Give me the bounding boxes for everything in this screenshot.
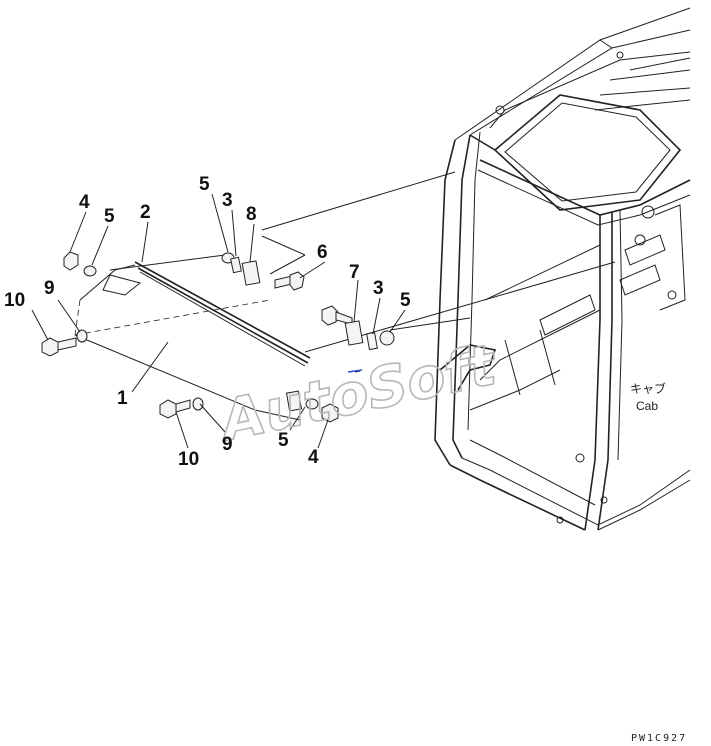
callout-10-left: 10 <box>4 290 25 311</box>
bracket-8 <box>241 260 261 286</box>
hardware <box>41 235 395 423</box>
cab-frame <box>434 7 691 531</box>
callout-9-bottom: 9 <box>222 434 233 455</box>
callout-2: 2 <box>140 202 151 223</box>
blue-mark <box>347 369 363 373</box>
callout-3-top: 3 <box>222 190 233 211</box>
bracket-7 <box>344 320 364 346</box>
callout-9-left: 9 <box>44 278 55 299</box>
callout-8: 8 <box>246 204 257 225</box>
watermark: AutoSoft <box>212 332 504 455</box>
seal-strip <box>134 261 311 367</box>
spacer-3-top <box>230 256 242 274</box>
cab-label-jp: キャブ <box>630 381 666 396</box>
callout-4-bottom: 4 <box>308 447 319 468</box>
cab-label-en: Cab <box>636 399 658 413</box>
callout-3-right: 3 <box>373 278 384 299</box>
callout-5-left: 5 <box>104 206 115 227</box>
callout-leaders <box>31 193 406 449</box>
bolt-6-right <box>321 305 353 326</box>
bolt-10-bottom <box>159 399 191 419</box>
bracket-bottom <box>285 390 303 412</box>
washer-5-left <box>83 265 97 277</box>
washer-5-bottom <box>305 398 319 410</box>
callout-numbers: 10 9 4 5 2 5 3 8 6 7 3 5 1 9 10 5 4 <box>4 174 411 470</box>
spacer-3-right <box>366 331 378 351</box>
callout-5-top: 5 <box>199 174 210 195</box>
visor-plate <box>74 254 301 421</box>
nut-4-bottom <box>321 403 339 423</box>
callout-5-bottom: 5 <box>278 430 289 451</box>
nut-4-left <box>63 251 79 271</box>
bolt-6-top <box>274 271 305 291</box>
callout-10-bottom: 10 <box>178 449 199 470</box>
callout-4-left: 4 <box>79 192 90 213</box>
callout-7: 7 <box>349 262 360 283</box>
washer-9-left <box>76 329 88 343</box>
bolt-10-left <box>41 337 77 357</box>
callout-6: 6 <box>317 242 328 263</box>
callout-5-right: 5 <box>400 290 411 311</box>
drawing-code: PW1C927 <box>631 733 687 744</box>
callout-1: 1 <box>117 388 128 409</box>
washer-9-bottom <box>192 397 204 411</box>
washer-5-right <box>379 330 395 346</box>
